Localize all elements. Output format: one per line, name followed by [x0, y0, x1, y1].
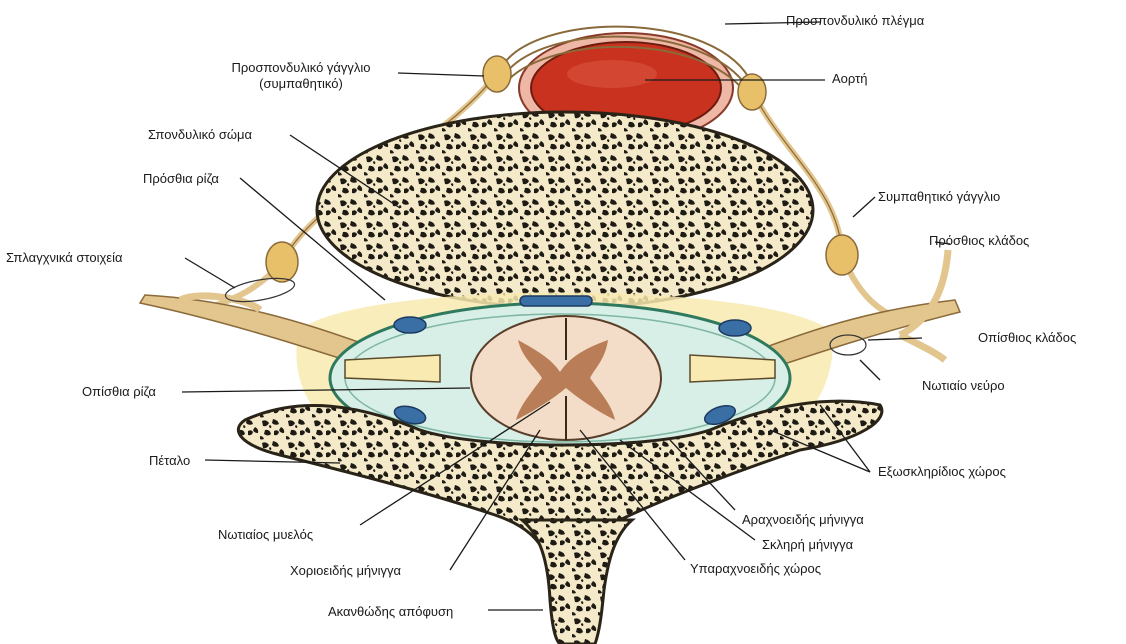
label-anterior-root: Πρόσθια ρίζα [143, 171, 219, 186]
label-epidural-space: Εξωσκληρίδιος χώρος [878, 464, 1006, 479]
label-posterior-root: Οπίσθια ρίζα [82, 384, 156, 399]
label-sympathetic-ganglion: Συμπαθητικό γάγγλιο [878, 189, 1000, 204]
splanchnic-loop [224, 274, 296, 306]
label-aorta: Αορτή [832, 71, 867, 86]
label-prevertebral-ganglion-2: (συμπαθητικό) [206, 76, 396, 91]
label-posterior-ramus: Οπίσθιος κλάδος [978, 330, 1076, 345]
root-left [345, 355, 440, 382]
label-spinous-process: Ακανθώδης απόφυση [328, 604, 453, 619]
label-splanchnic-elements: Σπλαγχνικά στοιχεία [6, 250, 123, 265]
label-pia: Χοριοειδής μήνιγγα [290, 563, 401, 578]
prevertebral-ganglion-left [483, 56, 511, 92]
label-lamina: Πέταλο [149, 453, 190, 468]
label-spinal-nerve: Νωτιαίο νεύρο [922, 378, 1005, 393]
spinous-process [522, 520, 632, 644]
label-dura: Σκληρή μήνιγγα [762, 537, 853, 552]
vertebral-body [317, 112, 813, 308]
label-anterior-ramus: Πρόσθιος κλάδος [929, 233, 1029, 248]
label-subarachnoid-space: Υπαραχνοειδής χώρος [690, 561, 821, 576]
label-prevertebral-ganglion-1: Προσπονδυλικό γάγγλιο [206, 60, 396, 75]
label-prevertebral-plexus: Προσπονδυλικό πλέγμα [786, 13, 924, 28]
sympathetic-ganglion-right [826, 235, 858, 275]
sympathetic-ganglion-left [266, 242, 298, 282]
root-right [690, 355, 775, 382]
label-spinal-cord: Νωτιαίος μυελός [218, 527, 313, 542]
label-vertebral-body: Σπονδυλικό σώμα [148, 127, 252, 142]
label-arachnoid: Αραχνοειδής μήνιγγα [742, 512, 864, 527]
